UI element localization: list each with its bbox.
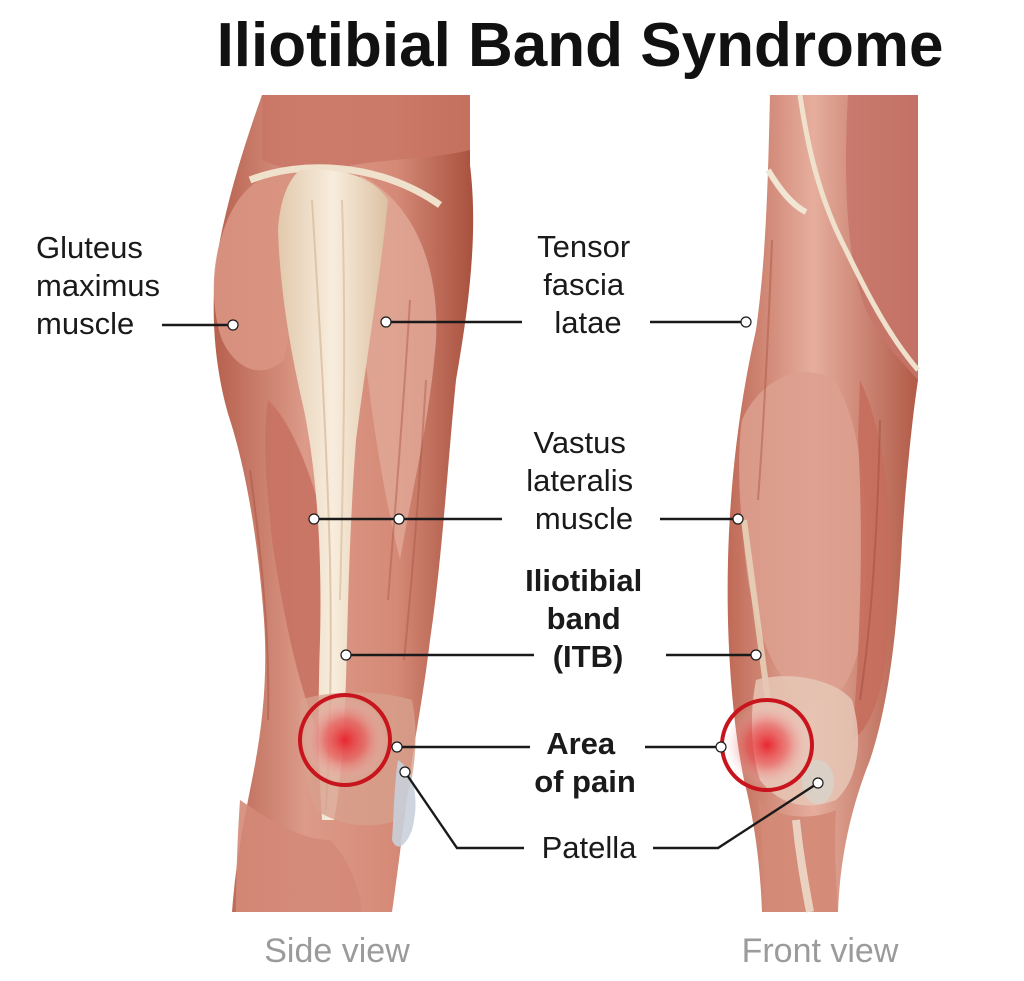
patella-leader-dot-left bbox=[399, 766, 411, 778]
tensor-leader-dot-left bbox=[380, 316, 392, 328]
label-gluteus-maximus: Gluteus maximus muscle bbox=[36, 230, 169, 341]
label-iliotibial-band: Iliotibial band (ITB) bbox=[525, 563, 651, 674]
itb-leader-dot-right bbox=[750, 649, 762, 661]
label-tensor-fascia-latae: Tensor fascia latae bbox=[537, 229, 639, 340]
pain-leader-dot-right bbox=[715, 741, 727, 753]
label-patella: Patella bbox=[542, 830, 638, 865]
vastus-leader-dot-right bbox=[732, 513, 744, 525]
caption-side-view: Side view bbox=[264, 932, 410, 970]
side-view-pain-marker bbox=[298, 693, 392, 787]
patella-leader-line-right bbox=[653, 781, 819, 850]
patella-leader-line-left bbox=[404, 771, 524, 850]
gluteus-leader-dot bbox=[227, 319, 239, 331]
side-view-leg-illustration bbox=[213, 95, 474, 912]
front-view-pain-marker bbox=[720, 698, 814, 792]
caption-front-view: Front view bbox=[742, 932, 899, 970]
patella-leader-dot-right bbox=[812, 777, 824, 789]
diagram-title: Iliotibial Band Syndrome bbox=[217, 11, 944, 80]
vastus-leader-dot-left-b bbox=[393, 513, 405, 525]
tensor-leader-dot-right bbox=[740, 316, 752, 328]
vastus-leader-dot-left-a bbox=[308, 513, 320, 525]
itb-leader-dot-left bbox=[340, 649, 352, 661]
label-vastus-lateralis: Vastus lateralis muscle bbox=[526, 425, 641, 536]
pain-leader-dot-left bbox=[391, 741, 403, 753]
label-area-of-pain: Area of pain bbox=[534, 726, 636, 799]
